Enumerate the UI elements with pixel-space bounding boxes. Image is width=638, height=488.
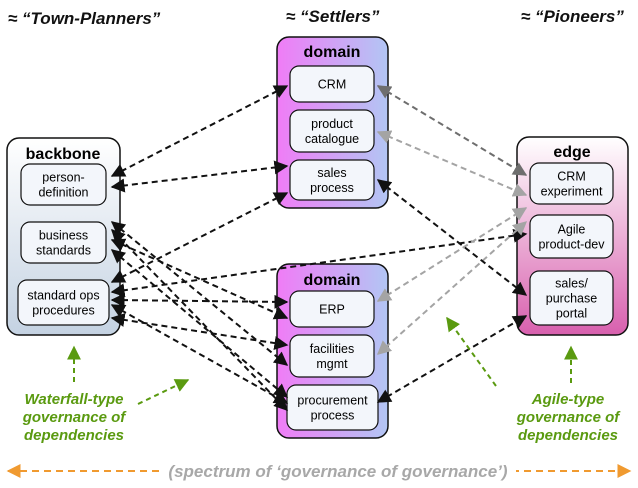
domain-bottom-title: domain (304, 272, 361, 289)
dependency-arrow-16 (376, 179, 528, 296)
header-settlers: ≈ “Settlers” (286, 7, 380, 26)
green-arrows (67, 316, 578, 405)
dependency-arrow-11 (110, 293, 289, 309)
green-arrow-waterfall (137, 379, 190, 405)
spectrum-label: (spectrum of ‘governance of governance’) (168, 462, 507, 481)
backbone-title: backbone (26, 146, 101, 163)
dependency-arrow-14 (376, 207, 528, 302)
domain-top-title: domain (304, 44, 361, 61)
person-definition-label: person-definition (38, 171, 88, 200)
person-definition-node: person-definition (20, 163, 107, 206)
dependency-arrow-17 (376, 315, 528, 403)
dependency-arrows (110, 85, 528, 412)
crm-label: CRM (318, 78, 346, 92)
dependency-arrow-2 (110, 160, 289, 193)
crm-node: CRM (289, 65, 375, 103)
dependency-arrow-3 (110, 221, 289, 366)
dependency-arrow-5 (110, 238, 289, 320)
dependency-arrow-13 (376, 130, 528, 197)
dependency-arrow-10 (110, 313, 289, 350)
erp-node: ERP (289, 290, 375, 328)
dependency-arrow-7 (110, 192, 289, 283)
header-pioneers: ≈ “Pioneers” (521, 7, 624, 26)
erp-label: ERP (319, 303, 345, 317)
edge-title: edge (553, 144, 590, 161)
dependency-arrow-12 (376, 85, 528, 176)
dependency-arrow-1 (110, 85, 289, 177)
header-town-planners: ≈ “Town-Planners” (8, 9, 161, 28)
spectrum-label-bg (160, 460, 516, 482)
green-arrow-agile (446, 316, 497, 387)
